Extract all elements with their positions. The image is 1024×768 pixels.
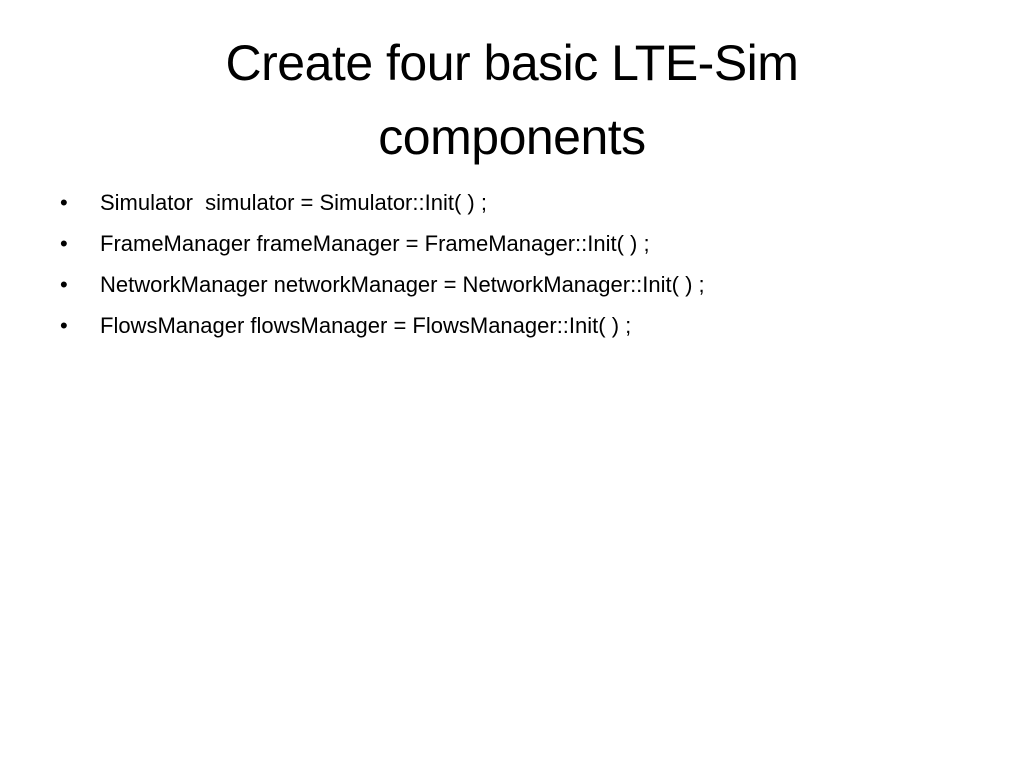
bullet-item: • Simulator simulator = Simulator::Init(… xyxy=(60,184,1000,225)
bullet-dot-icon: • xyxy=(60,272,68,297)
bullet-text-network-manager: NetworkManager networkManager = NetworkM… xyxy=(100,272,705,297)
slide-title: Create four basic LTE-Sim components xyxy=(225,35,799,165)
bullet-text-simulator: Simulator simulator = Simulator::Init( )… xyxy=(100,190,487,215)
bullet-dot-icon: • xyxy=(60,231,68,256)
bullet-list: • Simulator simulator = Simulator::Init(… xyxy=(60,184,1000,348)
bullet-dot-icon: • xyxy=(60,313,68,338)
bullet-item: • FrameManager frameManager = FrameManag… xyxy=(60,225,1000,266)
bullet-dot-icon: • xyxy=(60,190,68,215)
bullet-item: • NetworkManager networkManager = Networ… xyxy=(60,266,1000,307)
bullet-text-frame-manager: FrameManager frameManager = FrameManager… xyxy=(100,231,650,256)
bullet-item: • FlowsManager flowsManager = FlowsManag… xyxy=(60,307,1000,348)
bullet-text-flows-manager: FlowsManager flowsManager = FlowsManager… xyxy=(100,313,632,338)
